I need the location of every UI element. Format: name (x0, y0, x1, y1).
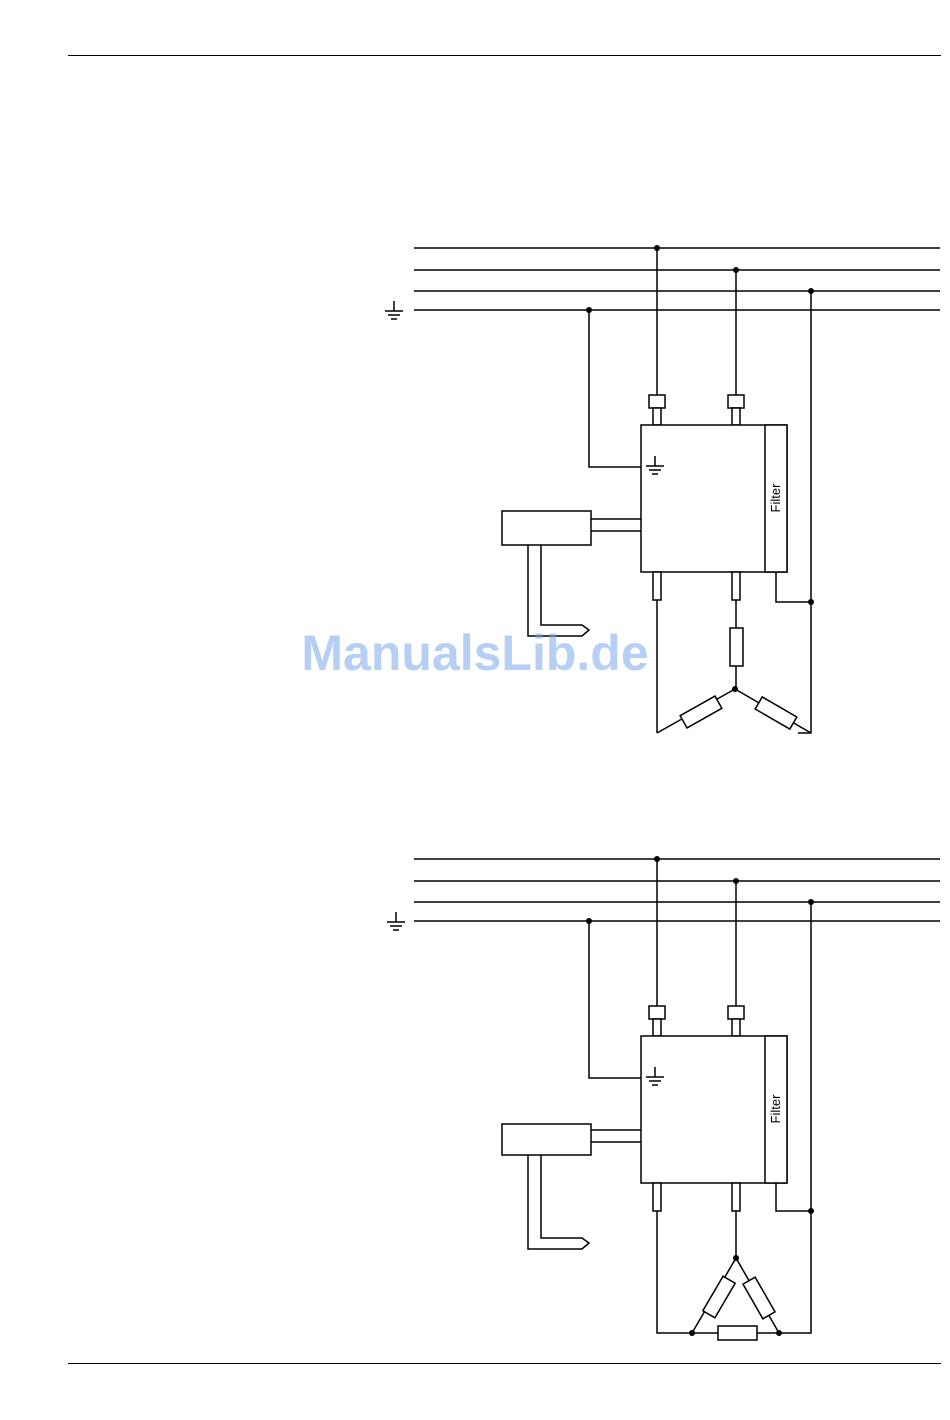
filter-label: Filter (768, 483, 783, 513)
wire-pe-drop (589, 310, 645, 467)
wire-out-1 (657, 1211, 692, 1333)
filter-wire (776, 1183, 811, 1211)
terminal-l1 (653, 408, 661, 425)
fuse-l2 (728, 395, 744, 408)
sensor-box (502, 511, 591, 545)
supply-lines (414, 248, 940, 310)
output-terminal-1 (653, 572, 661, 600)
footer-rule (68, 1363, 941, 1364)
sensor-box (502, 1124, 591, 1155)
terminal-l2 (732, 1019, 740, 1036)
filter-label: Filter (768, 1094, 783, 1124)
supply-lines (414, 859, 940, 921)
fuse-l2 (728, 1006, 744, 1019)
junction-dot (808, 1208, 814, 1214)
terminal-l1 (653, 1019, 661, 1036)
resistor (703, 1276, 735, 1318)
delta-load (657, 1211, 782, 1340)
ground-icon (387, 912, 405, 930)
output-terminal-2 (732, 572, 740, 600)
resistor (743, 1277, 775, 1319)
output-terminal-2 (732, 1183, 740, 1211)
wire-pe-drop (589, 921, 645, 1078)
terminal-l2 (732, 408, 740, 425)
ground-icon (385, 301, 403, 319)
filter-wire (776, 572, 811, 602)
fuse-l1 (649, 395, 665, 408)
junction-dot (808, 599, 814, 605)
sensor-probe (528, 1155, 589, 1249)
fuse-l1 (649, 1006, 665, 1019)
output-terminal-1 (653, 1183, 661, 1211)
resistor (718, 1326, 757, 1340)
wiring-diagram-delta: Filter (0, 611, 950, 1371)
